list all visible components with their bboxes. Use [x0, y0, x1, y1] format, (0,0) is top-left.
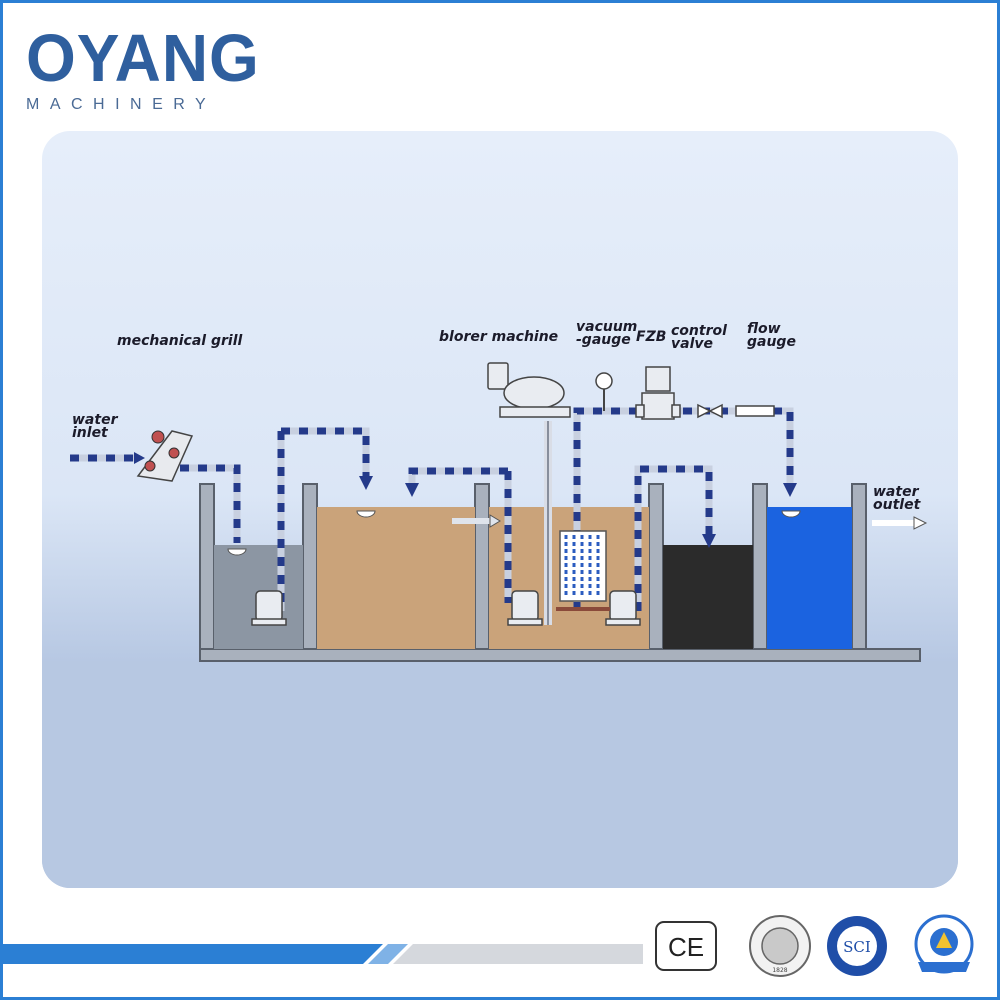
membrane-module [556, 530, 610, 611]
pump-2 [507, 590, 543, 626]
tank-sludge [663, 545, 753, 649]
diffusers [227, 510, 801, 556]
label-valve: valve [671, 336, 713, 352]
label-water-inlet-1: water [72, 412, 119, 428]
tank-floor [199, 648, 921, 662]
vacuum-gauge [595, 372, 613, 411]
pumps [251, 590, 641, 626]
sci-text: SCI [843, 938, 871, 956]
fzb-pump [635, 366, 681, 420]
tank-wall-5 [752, 483, 768, 650]
tank-aeration [317, 507, 475, 649]
label-flow: flow [747, 321, 781, 337]
label-mechanical-grill: mechanical grill [117, 333, 243, 349]
brand-name: OYANG [26, 20, 260, 96]
footer-stripe [3, 944, 643, 964]
audited-supplier-seal [914, 914, 974, 974]
treatment-process-diagram: mechanical grill blorer machine vacuum -… [70, 319, 928, 662]
tank-wall-4 [648, 483, 664, 650]
label-blorer-machine: blorer machine [439, 329, 558, 345]
diagram-panel: mechanical grill blorer machine vacuum -… [42, 131, 958, 888]
brand-logo: OYANG MACHINERY [26, 20, 260, 114]
tank-wall-right [851, 483, 867, 650]
label-water-inlet-2: inlet [72, 425, 109, 441]
label-water-outlet-2: outlet [873, 497, 922, 513]
flow-gauge-device [735, 405, 775, 417]
blower-machine [487, 362, 571, 418]
down-arrow-sludge [702, 534, 716, 548]
down-arrow-aeration [359, 476, 373, 490]
panel-lower-band [42, 661, 958, 888]
tank-clean-water [767, 507, 852, 649]
label-gauge-2: gauge [747, 334, 796, 350]
control-valve [697, 403, 723, 419]
tank-wall-2 [302, 483, 318, 650]
down-arrow-membrane [405, 483, 419, 497]
pipes [70, 407, 914, 625]
ce-badge: CE [655, 921, 717, 971]
transfer-arrow [489, 514, 501, 528]
inlet-arrow [134, 452, 145, 464]
label-vacuum: vacuum [576, 319, 637, 335]
label-control: control [671, 323, 727, 339]
mechanical-grill-unit [136, 430, 194, 482]
tank-wall-left [199, 483, 215, 662]
tank-wall-3 [474, 483, 490, 650]
label-fzb: FZB [636, 329, 666, 345]
bureau-veritas-seal: 1828 [749, 915, 811, 977]
outlet-arrow [913, 516, 928, 530]
label-gauge: -gauge [576, 332, 631, 348]
pump-1 [251, 590, 287, 626]
flow-arrows [134, 452, 797, 548]
pump-3 [605, 590, 641, 626]
label-water-outlet-1: water [873, 484, 920, 500]
bureau-year: 1828 [772, 967, 787, 974]
ce-text: CE [668, 932, 704, 962]
brand-subtitle: MACHINERY [26, 96, 217, 113]
down-arrow-clean [783, 483, 797, 497]
sci-seal: SCI [827, 916, 887, 976]
